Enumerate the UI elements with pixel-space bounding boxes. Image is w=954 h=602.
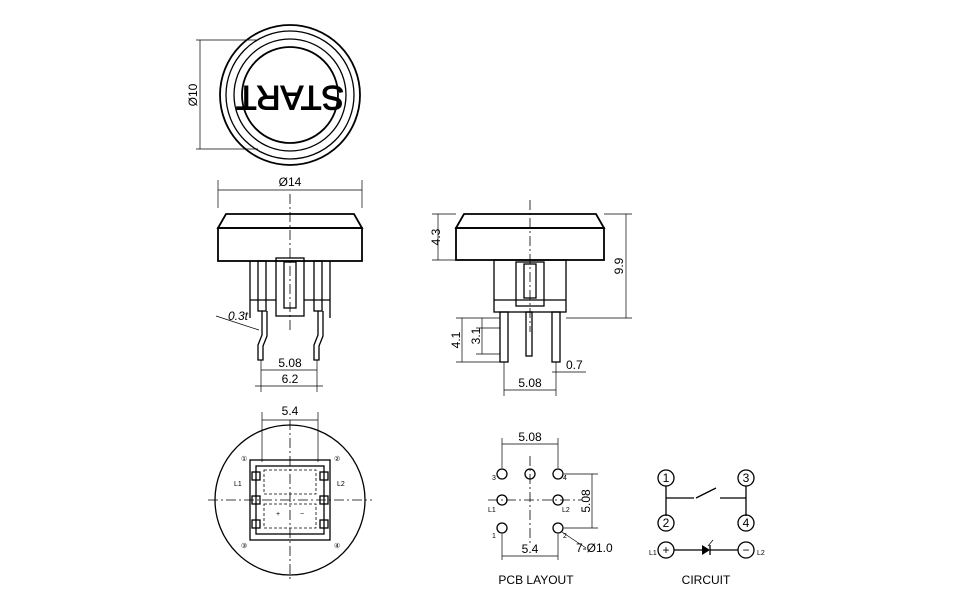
minus-mark: − bbox=[300, 511, 304, 518]
led-pad bbox=[251, 495, 261, 505]
pin bbox=[551, 311, 561, 363]
terminal-3: 3 bbox=[743, 471, 750, 485]
led-terminal-l2: L2 bbox=[757, 550, 765, 557]
led-anode-circle bbox=[657, 541, 675, 559]
plus-mark: + bbox=[276, 511, 280, 518]
housing-post bbox=[257, 260, 267, 312]
switch-contact bbox=[695, 487, 717, 499]
dim-pitch-label: 5.08 bbox=[518, 376, 542, 390]
side-view: 4.3 9.9 4.1 3.1 5.08 0.7 bbox=[429, 200, 632, 396]
terminal-circle-3 bbox=[737, 469, 755, 487]
cap-label: START bbox=[236, 78, 344, 116]
terminal-circle-1 bbox=[657, 469, 675, 487]
dim-pin-span-label: 6.2 bbox=[282, 372, 299, 386]
pin-label-3: ③ bbox=[241, 542, 247, 550]
dim-width-label: Ø14 bbox=[279, 175, 302, 189]
pin-pad bbox=[319, 471, 329, 481]
housing-post bbox=[313, 260, 323, 312]
pin-label-1: ① bbox=[241, 455, 247, 463]
dim-holes-label: 7-Ø1.0 bbox=[576, 541, 613, 555]
hole-label-1: 1 bbox=[492, 533, 496, 540]
button-face-circle bbox=[241, 46, 339, 144]
led-label-l1: L1 bbox=[488, 507, 496, 514]
terminal-circle-4 bbox=[737, 514, 755, 532]
terminal-1: 1 bbox=[663, 471, 670, 485]
front-view: Ø14 0.3t 5.08 6.2 bbox=[215, 175, 364, 392]
housing bbox=[249, 459, 331, 541]
led-terminal-l1: L1 bbox=[649, 550, 657, 557]
pin-pad bbox=[251, 471, 261, 481]
led-cathode-circle bbox=[737, 541, 755, 559]
pin-label-4: ④ bbox=[334, 542, 340, 550]
pin-left bbox=[257, 311, 268, 361]
hole-label-3: 3 bbox=[492, 475, 496, 482]
pcb-layout-title: PCB LAYOUT bbox=[498, 573, 574, 587]
dim-top-label: 5.08 bbox=[518, 430, 542, 444]
pcb-hole bbox=[524, 468, 536, 480]
pin bbox=[525, 311, 533, 357]
bottom-view: + − 5.4 ① ② ③ ④ L1 L2 bbox=[208, 404, 372, 580]
terminal-circle-2 bbox=[657, 514, 675, 532]
led-diode-icon bbox=[702, 545, 710, 555]
dim-pin-length-label: 4.1 bbox=[449, 331, 463, 348]
terminal-2: 2 bbox=[663, 516, 670, 530]
led-label-l2: L2 bbox=[562, 507, 570, 514]
dim-pin-thickness-label: 0.3t bbox=[228, 309, 249, 323]
pcb-hole bbox=[552, 468, 564, 480]
dim-diameter-label: Ø10 bbox=[186, 83, 200, 106]
led-pad bbox=[319, 495, 329, 505]
terminal-4: 4 bbox=[743, 516, 750, 530]
pcb-hole bbox=[552, 494, 564, 506]
pin bbox=[499, 311, 509, 363]
dim-right-label: 5.08 bbox=[579, 489, 593, 513]
dim-cap-height-label: 4.3 bbox=[429, 228, 443, 245]
outer-rim-circle bbox=[219, 24, 361, 166]
pin-label-2: ② bbox=[334, 455, 340, 463]
led-label-l1: L1 bbox=[234, 481, 242, 488]
led-label-l2: L2 bbox=[337, 481, 345, 488]
pcb-layout: 3 4 1 2 L1 L2 5.08 5.08 5.4 7-Ø1.0 PCB L… bbox=[488, 430, 613, 587]
pcb-hole bbox=[552, 522, 564, 534]
rim-circle-3 bbox=[233, 38, 347, 152]
dim-total-height-label: 9.9 bbox=[612, 257, 626, 274]
contact-area bbox=[263, 469, 317, 495]
pin-pad bbox=[319, 519, 329, 529]
plus-sign: + bbox=[662, 543, 669, 557]
led-arrow-icon bbox=[707, 539, 714, 547]
circuit-title: CIRCUIT bbox=[682, 573, 731, 587]
dim-pin-pitch-label: 5.08 bbox=[278, 356, 302, 370]
pin-pad bbox=[251, 519, 261, 529]
pcb-hole bbox=[496, 494, 508, 506]
hole-label-2: 2 bbox=[563, 533, 567, 540]
minus-sign: − bbox=[742, 543, 749, 557]
dim-pin-width-label: 0.7 bbox=[566, 358, 583, 372]
housing-inner bbox=[255, 465, 325, 535]
dim-bottom-pitch-label: 5.4 bbox=[282, 404, 299, 418]
leader-line bbox=[215, 315, 260, 331]
rim-circle-2 bbox=[225, 30, 355, 160]
top-view: START Ø10 bbox=[186, 24, 361, 166]
contact-area bbox=[263, 503, 317, 529]
pin-right bbox=[313, 311, 324, 361]
pcb-hole bbox=[496, 468, 508, 480]
dim-pin-stop-label: 3.1 bbox=[469, 327, 483, 344]
dim-bottom-label: 5.4 bbox=[522, 542, 539, 556]
circuit-diagram: 1 3 2 4 + − L1 L2 CIRCUIT bbox=[649, 469, 765, 587]
hole-label-4: 4 bbox=[563, 475, 567, 482]
leader-line bbox=[561, 531, 587, 549]
pcb-hole bbox=[496, 522, 508, 534]
